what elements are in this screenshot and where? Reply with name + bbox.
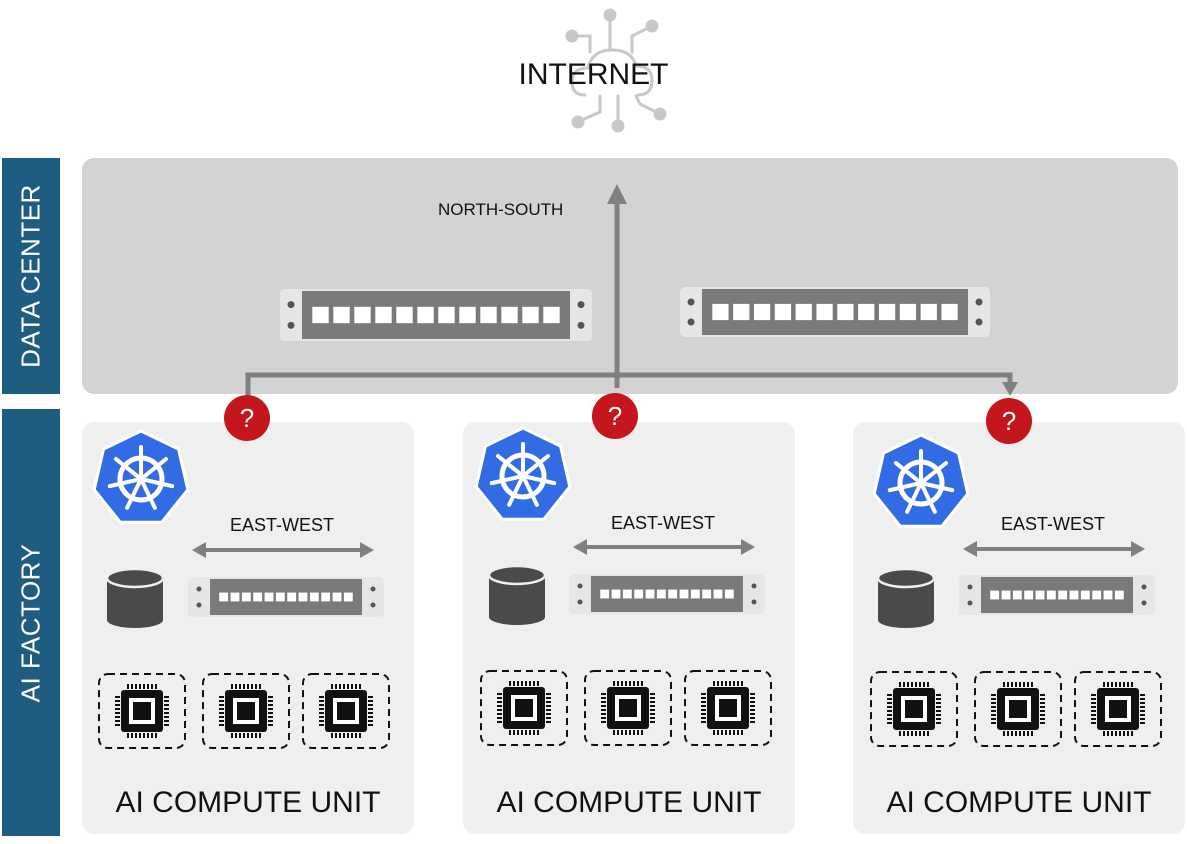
east-west-arrow <box>573 539 755 555</box>
svg-text:?: ? <box>608 401 622 431</box>
database-icon <box>105 567 165 628</box>
kubernetes-icon <box>474 426 572 521</box>
network-switch-icon <box>280 289 592 341</box>
data-center-band: DATA CENTER <box>2 158 60 394</box>
data-center-panel <box>82 158 1178 394</box>
network-switch-icon <box>188 577 384 617</box>
gpu-chip-icon <box>302 673 390 749</box>
svg-text:?: ? <box>240 403 254 433</box>
east-west-label: EAST-WEST <box>611 513 716 533</box>
east-west-arrow <box>192 542 374 558</box>
question-mark-icon: ? <box>986 398 1032 444</box>
network-switch-icon <box>569 574 765 614</box>
ai-factory-band: AI FACTORY <box>2 409 60 836</box>
internet-label: INTERNET <box>518 58 669 91</box>
compute-unit-title: AI COMPUTE UNIT <box>115 786 381 819</box>
gpu-chip-icon <box>1074 671 1162 747</box>
gpu-chip-icon <box>870 671 958 747</box>
svg-text:?: ? <box>1002 406 1016 436</box>
gpu-chip-icon <box>974 671 1062 747</box>
gpu-chip-icon <box>584 670 672 746</box>
database-icon <box>876 567 936 628</box>
kubernetes-icon <box>92 429 190 524</box>
east-west-label: EAST-WEST <box>230 515 335 535</box>
north-south-label: NORTH-SOUTH <box>438 200 564 219</box>
gpu-chip-icon <box>684 670 772 746</box>
question-mark-icon: ? <box>224 395 270 441</box>
network-switch-icon <box>680 287 990 337</box>
east-west-label: EAST-WEST <box>1001 514 1106 534</box>
gpu-chip-icon <box>480 670 568 746</box>
north-south-arrow <box>245 184 1018 400</box>
compute-unit-title: AI COMPUTE UNIT <box>886 786 1152 819</box>
kubernetes-icon <box>872 433 970 528</box>
gpu-chip-icon <box>98 673 186 749</box>
compute-unit-title: AI COMPUTE UNIT <box>496 786 762 819</box>
east-west-arrow <box>963 541 1145 557</box>
database-icon <box>487 564 547 625</box>
question-mark-icon: ? <box>592 393 638 439</box>
network-switch-icon <box>959 575 1155 615</box>
gpu-chip-icon <box>202 673 290 749</box>
